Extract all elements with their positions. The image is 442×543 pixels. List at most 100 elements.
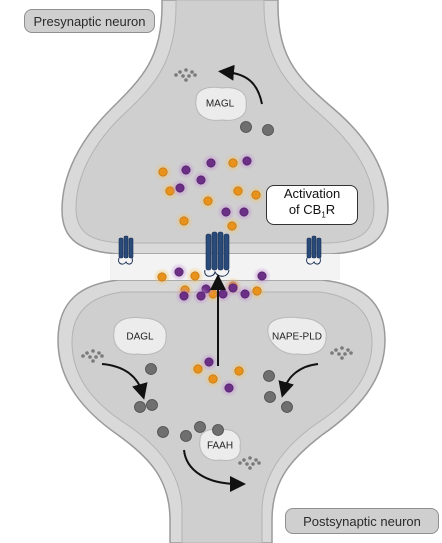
purple-ligand xyxy=(242,156,252,166)
postsynaptic-neuron-label: Postsynaptic neuron xyxy=(285,508,439,534)
faah-product-dots xyxy=(254,458,258,462)
faah-product-dots xyxy=(242,458,246,462)
nape-pld-label: NAPE-PLD xyxy=(272,332,322,343)
activation-line-2-suffix: R xyxy=(325,202,336,218)
faah-arrow xyxy=(183,449,246,492)
magl-product-dots xyxy=(190,70,194,74)
purple-ligand xyxy=(181,165,191,175)
presynaptic-cytoplasm xyxy=(75,0,375,244)
endocannabinoid-ligands xyxy=(153,152,271,397)
orange-ligand xyxy=(158,167,168,177)
orange-ligand xyxy=(208,374,218,384)
orange-ligand xyxy=(193,364,203,374)
metabolite-ball xyxy=(262,124,274,136)
metabolite-ball xyxy=(264,391,276,403)
purple-ligand xyxy=(240,289,250,299)
metabolite-ball xyxy=(240,121,252,133)
orange-ligand xyxy=(228,158,238,168)
dagl-label: DAGL xyxy=(126,332,154,343)
activation-subscript: 1 xyxy=(321,210,326,220)
orange-ligand xyxy=(179,216,189,226)
magl-label: MAGL xyxy=(206,99,235,110)
metabolite-ball xyxy=(212,424,224,436)
faah-product-dots xyxy=(248,456,252,460)
metabolite-ball xyxy=(194,421,206,433)
metabolite-ball xyxy=(263,370,275,382)
faah-product-dots xyxy=(257,461,261,465)
dagl-precursor-dots xyxy=(81,354,85,358)
nape-precursor-dots xyxy=(334,348,338,352)
nape-precursor-dots xyxy=(340,346,344,350)
activation-line-1: Activation xyxy=(283,186,341,202)
dagl-precursor-dots xyxy=(94,355,98,359)
metabolite-ball xyxy=(157,426,169,438)
faah-product-dots xyxy=(245,462,249,466)
orange-ligand xyxy=(157,272,167,282)
faah-product-dots xyxy=(251,462,255,466)
purple-ligand xyxy=(221,207,231,217)
dagl-enzyme: DAGL xyxy=(113,317,167,355)
metabolite-ball xyxy=(145,363,157,375)
orange-ligand xyxy=(234,366,244,376)
nape-precursor-dots xyxy=(330,351,334,355)
purple-ligand xyxy=(175,183,185,193)
metabolite-balls xyxy=(134,121,293,442)
purple-ligand xyxy=(257,271,267,281)
nape-precursor-dots xyxy=(340,356,344,360)
faah-label: FAAH xyxy=(207,441,233,452)
nape-precursor-dots xyxy=(337,352,341,356)
dagl-arrow xyxy=(101,363,148,400)
activation-callout: Activation of CB1R xyxy=(266,185,358,225)
purple-ligand xyxy=(179,291,189,301)
nape-precursor-dots xyxy=(343,352,347,356)
magl-product-dots xyxy=(178,70,182,74)
purple-ligand xyxy=(206,158,216,168)
purple-ligand xyxy=(239,207,249,217)
magl-product-dots xyxy=(184,78,188,82)
orange-ligand xyxy=(227,221,237,231)
magl-product-dots xyxy=(187,74,191,78)
orange-ligand xyxy=(233,186,243,196)
faah-product-dots xyxy=(238,461,242,465)
magl-product-dots xyxy=(174,73,178,77)
nape-pld-enzyme: NAPE-PLD xyxy=(267,316,327,355)
cb1-receptor-right xyxy=(306,235,322,265)
activation-line-2: of CB1R xyxy=(267,202,357,224)
magl-product-dots xyxy=(184,68,188,72)
magl-product-dots xyxy=(193,73,197,77)
dagl-precursor-dots xyxy=(97,351,101,355)
purple-ligand xyxy=(196,175,206,185)
dagl-precursor-dots xyxy=(85,351,89,355)
magl-arrow xyxy=(218,64,263,105)
metabolite-dot-clusters xyxy=(81,68,353,470)
nape-pld-arrow xyxy=(278,363,319,398)
metabolite-ball xyxy=(134,401,146,413)
metabolite-ball xyxy=(281,401,293,413)
dagl-precursor-dots xyxy=(88,355,92,359)
cb1-receptor-left xyxy=(118,235,134,265)
cb1-receptor-center xyxy=(204,231,230,277)
purple-ligand xyxy=(196,291,206,301)
dagl-precursor-dots xyxy=(91,359,95,363)
nape-precursor-dots xyxy=(346,348,350,352)
purple-ligand xyxy=(204,357,214,367)
magl-product-dots xyxy=(181,74,185,78)
presynaptic-neuron-label: Presynaptic neuron xyxy=(24,9,155,33)
faah-product-dots xyxy=(248,466,252,470)
dagl-precursor-dots xyxy=(91,349,95,353)
orange-ligand xyxy=(251,190,261,200)
dagl-precursor-dots xyxy=(100,354,104,358)
purple-ligand xyxy=(224,383,234,393)
orange-ligand xyxy=(190,271,200,281)
nape-precursor-dots xyxy=(349,351,353,355)
metabolite-ball xyxy=(146,399,158,411)
orange-ligand xyxy=(252,286,262,296)
metabolite-ball xyxy=(180,430,192,442)
purple-ligand xyxy=(174,267,184,277)
magl-enzyme: MAGL xyxy=(195,86,247,121)
activation-line-2-prefix: of CB xyxy=(288,202,322,218)
purple-ligand xyxy=(228,283,238,293)
orange-ligand xyxy=(203,196,213,206)
